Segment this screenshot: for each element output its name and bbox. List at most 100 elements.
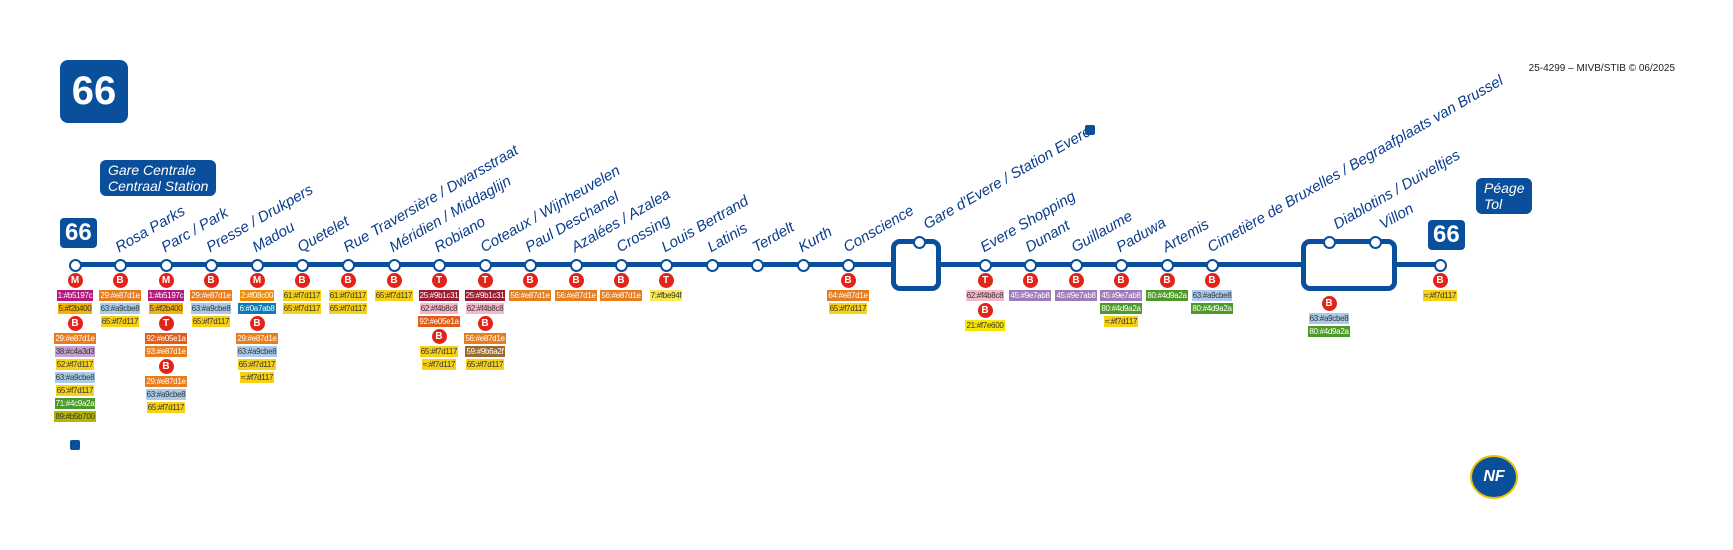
mode-icon: T — [477, 273, 493, 288]
line-badge: 80:#4d9a2a — [1146, 290, 1188, 301]
stop-marker[interactable] — [842, 259, 855, 272]
mode-icon: B — [1159, 273, 1175, 288]
stop-marker[interactable] — [751, 259, 764, 272]
line-badge: 65:#f7d117 — [282, 303, 322, 314]
line-badge: 2:#f08c00 — [239, 290, 275, 301]
mode-icon: B — [112, 273, 128, 288]
line-badge: 56:#e87d1e — [509, 290, 551, 301]
line-badge: 92:#e05e1a — [145, 333, 187, 344]
credit-text: 25-4299 – MIVB/STIB © 06/2025 — [1528, 63, 1675, 74]
line-badge: 62:#f4b8c8 — [465, 303, 505, 314]
mode-icon: B — [158, 359, 174, 374]
stop-marker[interactable] — [114, 259, 127, 272]
mode-icon: M — [249, 273, 265, 288]
line-badge: 1:#b5197c — [56, 290, 94, 301]
stop-marker[interactable] — [615, 259, 628, 272]
stop-marker[interactable] — [979, 259, 992, 272]
line-badge: 29:#e87d1e — [145, 376, 187, 387]
mode-icon: B — [1432, 273, 1448, 288]
stop-marker[interactable] — [1024, 259, 1037, 272]
line-badge: 63:#a9cbe8 — [54, 372, 96, 383]
stop-name: Quetelet — [294, 212, 353, 256]
stop-marker[interactable] — [251, 259, 264, 272]
terminus-start-line-number: 66 — [58, 216, 99, 250]
stop-marker[interactable] — [1070, 259, 1083, 272]
line-badge: 89:#b5b700 — [54, 411, 96, 422]
line-badge: 65:#f7d117 — [419, 346, 459, 357]
stop-connections: B ≈:#f7d117 — [1418, 273, 1462, 301]
mode-icon: B — [67, 316, 83, 331]
boat-icon: ≈:#f7d117 — [1103, 316, 1139, 327]
stop-marker[interactable] — [205, 259, 218, 272]
line-badge: 65:#f7d117 — [828, 303, 868, 314]
stop-marker[interactable] — [1369, 236, 1382, 249]
mode-icon: B — [522, 273, 538, 288]
stop-marker[interactable] — [1434, 259, 1447, 272]
line-badge: 21:#f7e600 — [965, 320, 1005, 331]
line-badge: 63:#a9cbe8 — [1308, 313, 1350, 324]
stop-marker[interactable] — [913, 236, 926, 249]
line-badge: 6:#0a7ab8 — [238, 303, 276, 314]
stop-marker[interactable] — [1161, 259, 1174, 272]
stop-marker[interactable] — [296, 259, 309, 272]
stop-name: Kurth — [795, 223, 836, 256]
mode-icon: B — [431, 329, 447, 344]
stop-marker[interactable] — [479, 259, 492, 272]
boat-icon: ≈:#f7d117 — [1422, 290, 1458, 301]
stop-marker[interactable] — [342, 259, 355, 272]
mode-icon: B — [1204, 273, 1220, 288]
mode-icon: B — [1113, 273, 1129, 288]
mode-icon: B — [249, 316, 265, 331]
mode-icon: M — [158, 273, 174, 288]
line-badge: 65:#f7d117 — [328, 303, 368, 314]
line-badge: 29:#e87d1e — [236, 333, 278, 344]
line-badge: 29:#e87d1e — [99, 290, 141, 301]
stop-marker[interactable] — [1323, 236, 1336, 249]
mode-icon: B — [477, 316, 493, 331]
line-badge: 59:#9b6a2f — [465, 346, 505, 357]
stop-marker[interactable] — [388, 259, 401, 272]
stop-marker[interactable] — [1206, 259, 1219, 272]
terminus-name-fr: Gare Centrale — [108, 162, 196, 178]
mode-icon: B — [1022, 273, 1038, 288]
line-badge: 65:#f7d117 — [146, 402, 186, 413]
stop-marker[interactable] — [797, 259, 810, 272]
line-badge: 62:#f4b8c8 — [965, 290, 1005, 301]
stop-marker[interactable] — [706, 259, 719, 272]
terminus-end-label: Péage Tol — [1476, 178, 1533, 214]
stop-marker[interactable] — [160, 259, 173, 272]
mode-icon: B — [340, 273, 356, 288]
stop-marker[interactable] — [69, 259, 82, 272]
stop-marker[interactable] — [524, 259, 537, 272]
stop-marker[interactable] — [660, 259, 673, 272]
line-badge: 80:#4d9a2a — [1100, 303, 1142, 314]
nf-service-logo: NF — [1470, 455, 1518, 499]
stop-marker[interactable] — [570, 259, 583, 272]
stop-name: Terdelt — [749, 218, 798, 256]
terminus-name-fr: Péage — [1484, 180, 1525, 196]
boat-icon: ≈:#f7d117 — [239, 372, 275, 383]
line-badge: 71:#4c9a2a — [54, 398, 96, 409]
stop-marker[interactable] — [433, 259, 446, 272]
line-badge: 63:#a9cbe8 — [236, 346, 278, 357]
line-badge: 29:#e87d1e — [54, 333, 96, 344]
line-badge: 65:#f7d117 — [55, 385, 95, 396]
line-badge: 29:#e87d1e — [190, 290, 232, 301]
mode-icon: B — [203, 273, 219, 288]
terminus-end-line-number: 66 — [1426, 218, 1467, 252]
line-badge: 63:#a9cbe8 — [190, 303, 232, 314]
mode-icon: T — [158, 316, 174, 331]
stop-marker[interactable] — [1115, 259, 1128, 272]
